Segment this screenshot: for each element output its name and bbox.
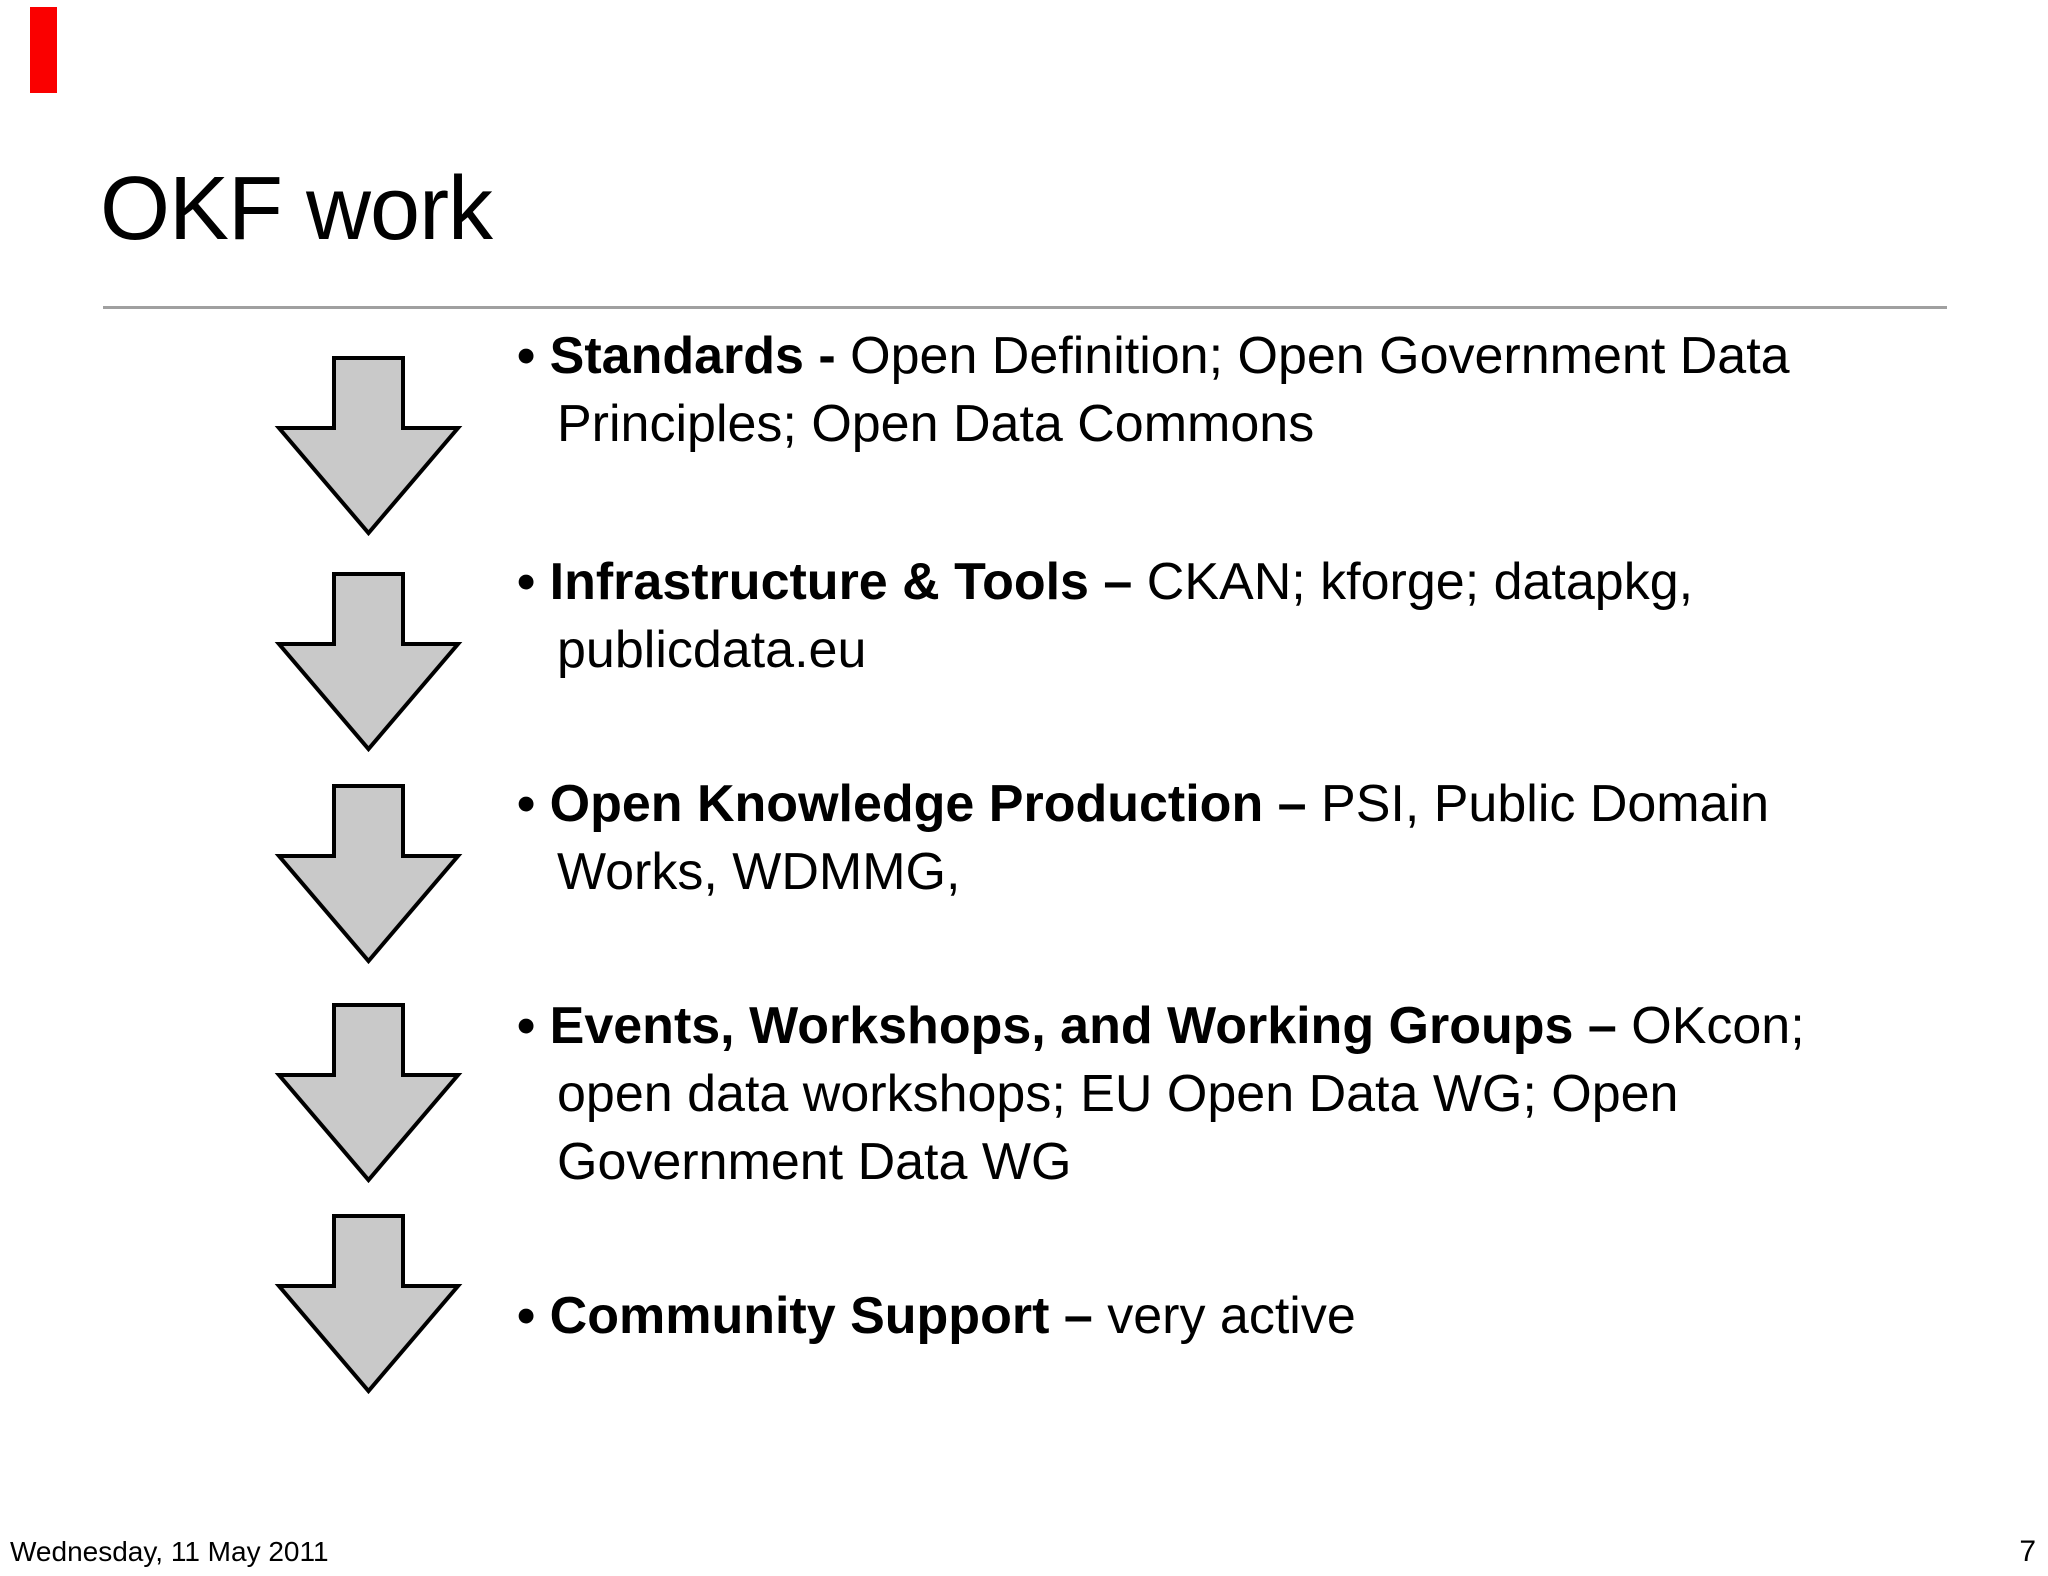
arrow-down-icon — [274, 784, 463, 965]
bullet-item: • Standards - Open Definition; Open Gove… — [517, 322, 2017, 458]
page-number: 7 — [2019, 1535, 2036, 1568]
bullet-detail: CKAN; kforge; datapkg, publicdata.eu — [557, 553, 1694, 679]
arrow-down-icon — [274, 356, 463, 537]
bullet-lead: • Infrastructure & Tools – — [517, 553, 1147, 611]
footer-date: Wednesday, 11 May 2011 — [10, 1536, 329, 1567]
bullet-lead: • Standards - — [517, 327, 851, 385]
arrow-down-icon — [274, 1214, 463, 1395]
bullet-item: • Events, Workshops, and Working Groups … — [517, 992, 2017, 1196]
bullet-detail: PSI, Public Domain Works, WDMMG, — [557, 775, 1769, 901]
red-accent-bar — [30, 7, 57, 93]
bullet-item: • Community Support – very active — [517, 1282, 2017, 1350]
slide-title: OKF work — [100, 159, 493, 259]
bullet-item: • Open Knowledge Production – PSI, Publi… — [517, 770, 2017, 906]
bullet-lead: • Community Support – — [517, 1287, 1108, 1345]
bullet-item: • Infrastructure & Tools – CKAN; kforge;… — [517, 548, 2017, 684]
bullet-lead: • Open Knowledge Production – — [517, 775, 1322, 833]
title-divider — [103, 306, 1947, 309]
bullet-detail: Open Definition; Open Government Data Pr… — [557, 327, 1790, 453]
bullet-detail: very active — [1107, 1287, 1356, 1345]
arrow-down-icon — [274, 572, 463, 753]
bullet-detail: OKcon; open data workshops; EU Open Data… — [557, 997, 1805, 1191]
arrow-down-icon — [274, 1003, 463, 1184]
bullet-lead: • Events, Workshops, and Working Groups … — [517, 997, 1632, 1055]
